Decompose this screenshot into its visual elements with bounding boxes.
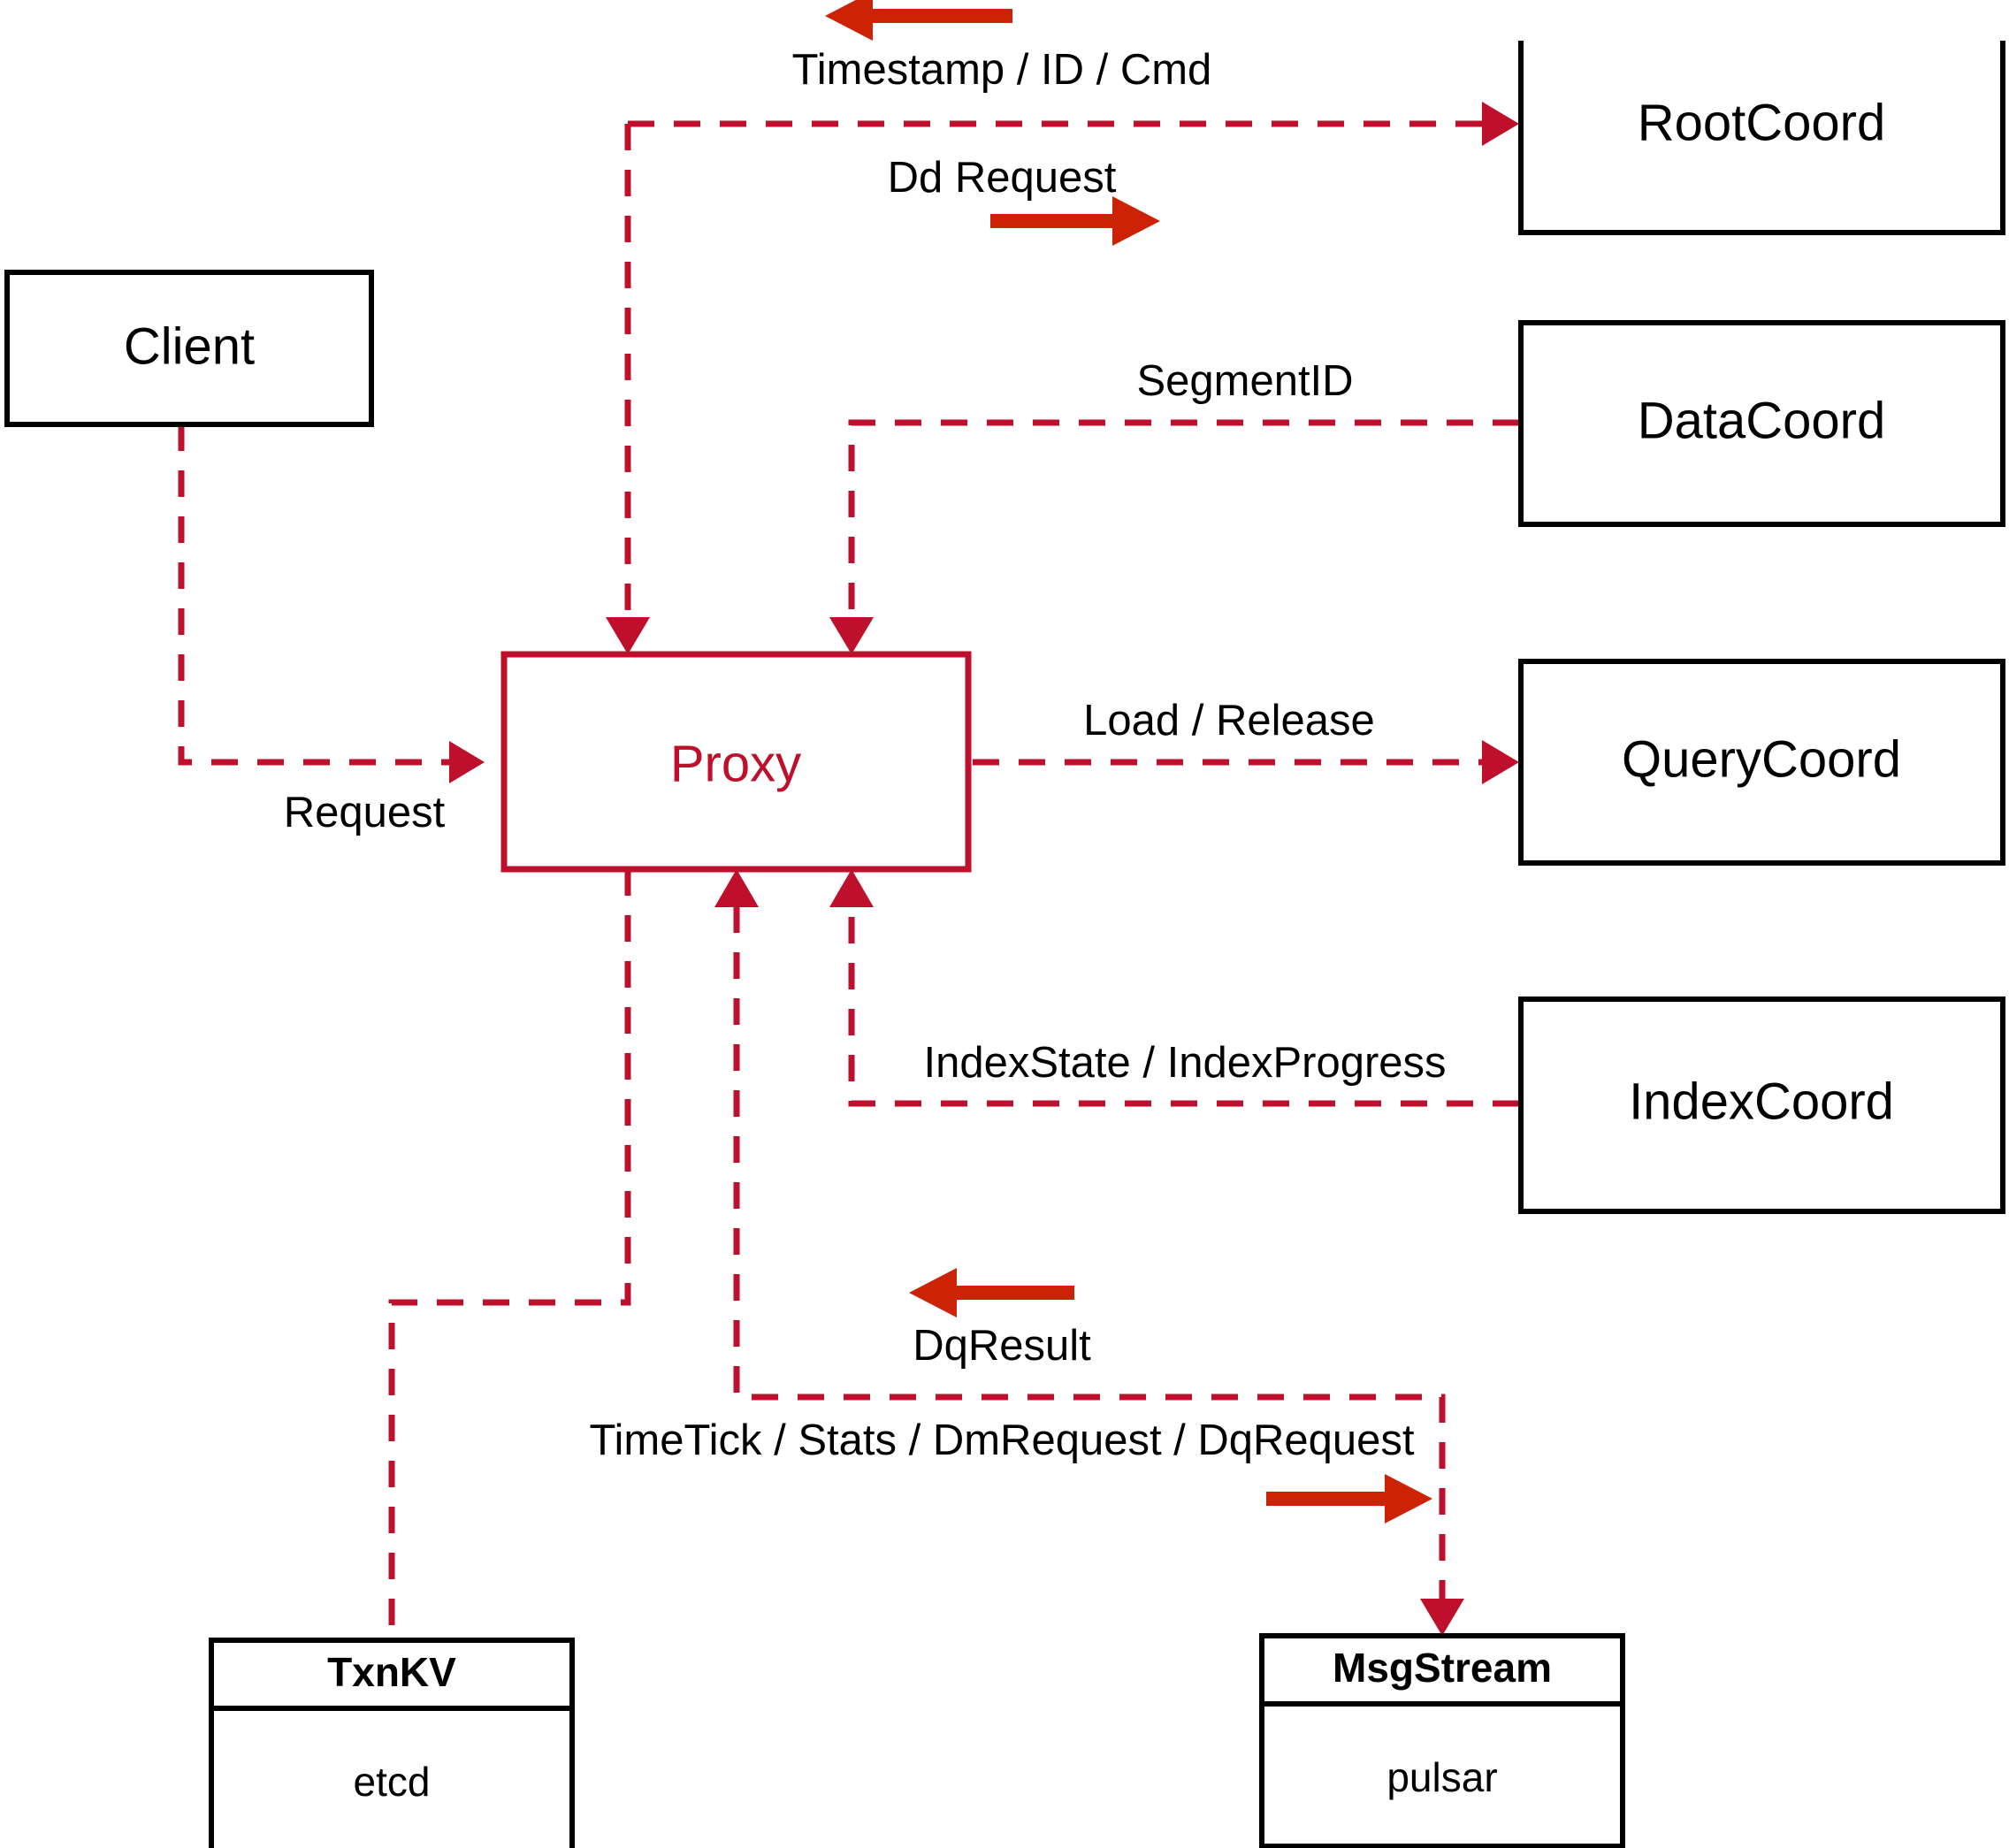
- direction-arrow-left-timestamp: [0, 0, 2009, 41]
- edge-proxy-txnkv: [388, 869, 631, 1640]
- node-msgstream[interactable]: MsgStream pulsar: [1259, 1633, 1625, 1848]
- node-txnkv-sublabel: etcd: [354, 1759, 431, 1805]
- node-msgstream-sublabel: pulsar: [1386, 1754, 1497, 1800]
- node-proxy-label: Proxy: [670, 735, 801, 792]
- node-rootcoord-label: RootCoord: [1638, 94, 1885, 151]
- edge-proxy-msgstream: [714, 869, 1464, 1636]
- direction-arrow-right-timetick: [1266, 1474, 1432, 1523]
- node-indexcoord-label: IndexCoord: [1629, 1073, 1894, 1130]
- node-rootcoord[interactable]: RootCoord: [1518, 13, 2005, 235]
- node-client-label: Client: [124, 317, 255, 375]
- edge-label-segment-id: SegmentID: [1136, 357, 1353, 405]
- node-datacoord-label: DataCoord: [1638, 392, 1885, 449]
- edge-label-timestamp-id-cmd: Timestamp / ID / Cmd: [792, 46, 1212, 94]
- edge-label-request: Request: [284, 789, 446, 836]
- node-client[interactable]: Client: [4, 270, 374, 427]
- node-datacoord[interactable]: DataCoord: [1518, 320, 2005, 527]
- direction-arrow-right-dd-request: [990, 196, 1160, 246]
- edge-label-dd-request: Dd Request: [888, 154, 1117, 202]
- node-indexcoord[interactable]: IndexCoord: [1518, 997, 2005, 1214]
- node-querycoord-label: QueryCoord: [1622, 730, 1901, 788]
- edge-indexcoord-proxy: [829, 869, 1519, 1107]
- edge-label-load-release: Load / Release: [1083, 697, 1375, 745]
- edge-label-index-state: IndexState / IndexProgress: [923, 1039, 1446, 1087]
- edge-datacoord-proxy: [829, 419, 1519, 654]
- node-proxy[interactable]: Proxy: [500, 651, 972, 873]
- direction-arrow-left-dq-result: [909, 1268, 1074, 1317]
- node-txnkv-label: TxnKV: [327, 1649, 456, 1695]
- node-querycoord[interactable]: QueryCoord: [1518, 659, 2005, 866]
- edge-client-to-proxy: [178, 424, 485, 783]
- node-txnkv[interactable]: TxnKV etcd: [209, 1638, 575, 1848]
- edge-proxy-querycoord: [973, 740, 1519, 784]
- edge-label-dq-result: DqResult: [913, 1322, 1091, 1370]
- edge-proxy-rootcoord: [606, 102, 1519, 654]
- edge-label-timetick-stats: TimeTick / Stats / DmRequest / DqRequest: [589, 1417, 1414, 1464]
- node-msgstream-label: MsgStream: [1333, 1645, 1552, 1691]
